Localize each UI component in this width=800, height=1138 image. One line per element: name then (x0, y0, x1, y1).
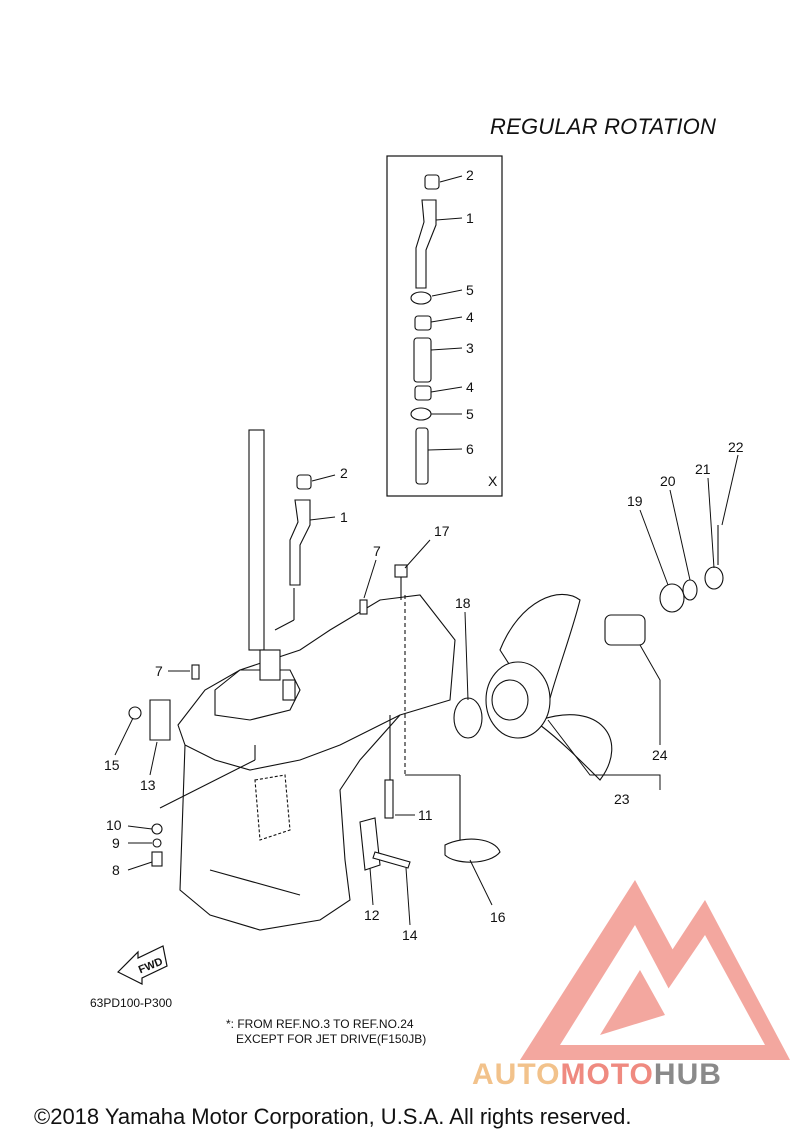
watermark-logo (520, 880, 790, 1060)
callout-inset-3: 3 (466, 340, 474, 356)
main-leaders (114, 454, 739, 926)
callout-main-7b: 7 (155, 663, 163, 679)
page-title: REGULAR ROTATION (490, 114, 717, 139)
callout-inset-1: 1 (466, 210, 474, 226)
callout-main-7a: 7 (373, 543, 381, 559)
callout-main-19: 19 (627, 493, 643, 509)
callout-inset-2: 2 (466, 167, 474, 183)
inset-marker: X (488, 473, 498, 489)
callout-inset-5a: 5 (466, 282, 474, 298)
drawing-code: 63PD100-P300 (90, 996, 173, 1010)
callout-main-14: 14 (402, 927, 418, 943)
callout-main-21: 21 (695, 461, 711, 477)
callout-inset-4b: 4 (466, 379, 474, 395)
inset-leaders (427, 175, 463, 451)
footnote: *: FROM REF.NO.3 TO REF.NO.24 EXCEPT FOR… (226, 1017, 427, 1046)
callout-inset-5b: 5 (466, 406, 474, 422)
callout-main-12: 12 (364, 907, 380, 923)
watermark-brand: AUTOMOTOHUB (472, 1058, 722, 1092)
callout-main-15: 15 (104, 757, 120, 773)
inset-parts (410, 174, 440, 485)
callout-main-13: 13 (140, 777, 156, 793)
callout-inset-6: 6 (466, 441, 474, 457)
callout-main-24: 24 (652, 747, 668, 763)
fwd-arrow-icon: FWD (116, 945, 168, 985)
callout-main-16: 16 (490, 909, 506, 925)
callout-main-17: 17 (434, 523, 450, 539)
lower-unit-housing (159, 429, 461, 931)
callout-main-20: 20 (660, 473, 676, 489)
propeller-assembly (444, 525, 724, 863)
callout-main-9: 9 (112, 835, 120, 851)
inset-box (386, 155, 503, 497)
brand-part3: HUB (653, 1058, 722, 1091)
copyright: ©2018 Yamaha Motor Corporation, U.S.A. A… (34, 1104, 632, 1129)
callout-main-18: 18 (455, 595, 471, 611)
callout-main-11: 11 (418, 807, 433, 823)
brand-part2: MOTO (560, 1058, 654, 1091)
left-hardware (128, 699, 411, 871)
callout-main-2: 2 (340, 465, 348, 481)
callouts: 2 1 5 4 3 4 5 6 X 2 1 7 17 18 19 20 21 2… (104, 167, 744, 943)
callout-main-8: 8 (112, 862, 120, 878)
callout-inset-4a: 4 (466, 309, 474, 325)
callout-main-23: 23 (614, 791, 630, 807)
brand-part1: AUTO (472, 1058, 561, 1091)
callout-main-1: 1 (340, 509, 348, 525)
callout-main-10: 10 (106, 817, 122, 833)
callout-main-22: 22 (728, 439, 744, 455)
